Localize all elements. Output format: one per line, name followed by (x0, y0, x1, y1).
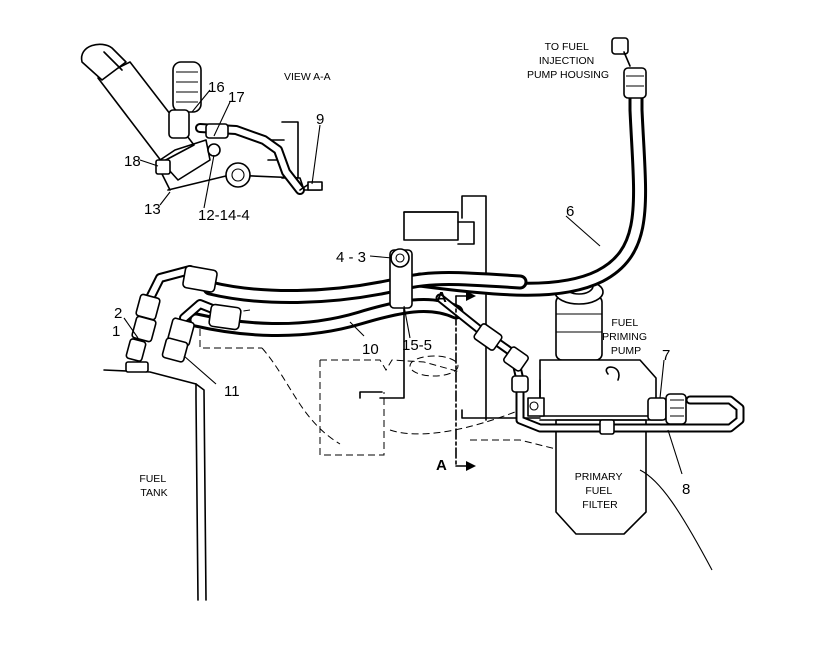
callout-16: 16 (208, 79, 225, 96)
fuel-line-8 (515, 385, 745, 435)
callout-6: 6 (566, 203, 574, 220)
view-title: VIEW A-A (284, 71, 331, 83)
callout-17: 17 (228, 89, 245, 106)
primary-fuel-filter: PRIMARY FUEL FILTER (539, 419, 663, 535)
callout-13: 13 (144, 201, 161, 218)
callout-12-14-4: 12-14-4 (198, 207, 250, 224)
hose-6: TO FUEL INJECTION PUMP HOUSING (412, 37, 648, 297)
view-a-a-inset (80, 43, 323, 195)
inset-leaders (139, 89, 321, 209)
callout-11: 11 (224, 383, 240, 400)
fuel-priming-pump-label: FUEL PRIMING PUMP (602, 317, 650, 357)
section-line-a-a: A A (436, 289, 476, 474)
fuel-tank: FUEL TANK (103, 361, 207, 601)
primary-fuel-filter-label: PRIMARY FUEL FILTER (575, 471, 625, 511)
clamp-bracket (359, 248, 413, 399)
callout-2: 2 (114, 305, 122, 322)
callout-10: 10 (362, 341, 379, 358)
fuel-tank-label: FUEL TANK (139, 473, 168, 499)
callout-labels: VIEW A-A 16 17 9 18 13 12-14-4 4 - 3 6 7… (112, 71, 690, 498)
fuel-priming-pump: FUEL PRIMING PUMP (527, 277, 657, 417)
section-mark-top: A (436, 289, 447, 306)
callout-1: 1 (112, 323, 120, 340)
callout-9: 9 (316, 111, 324, 128)
main-leaders (123, 215, 683, 475)
filter-leader (639, 469, 713, 571)
section-mark-bottom: A (436, 457, 447, 474)
callout-4-3: 4 - 3 (336, 249, 366, 266)
callout-15-5: 15-5 (402, 337, 432, 354)
callout-7: 7 (662, 347, 670, 364)
callout-8: 8 (682, 481, 690, 498)
fitting-11 (161, 299, 242, 363)
callout-18: 18 (124, 153, 141, 170)
to-fuel-injection-pump-label: TO FUEL INJECTION PUMP HOUSING (527, 41, 609, 81)
pump-inlet-hose (435, 293, 529, 393)
engine-block-outline (199, 195, 641, 471)
fitting-assembly-left (125, 265, 218, 362)
